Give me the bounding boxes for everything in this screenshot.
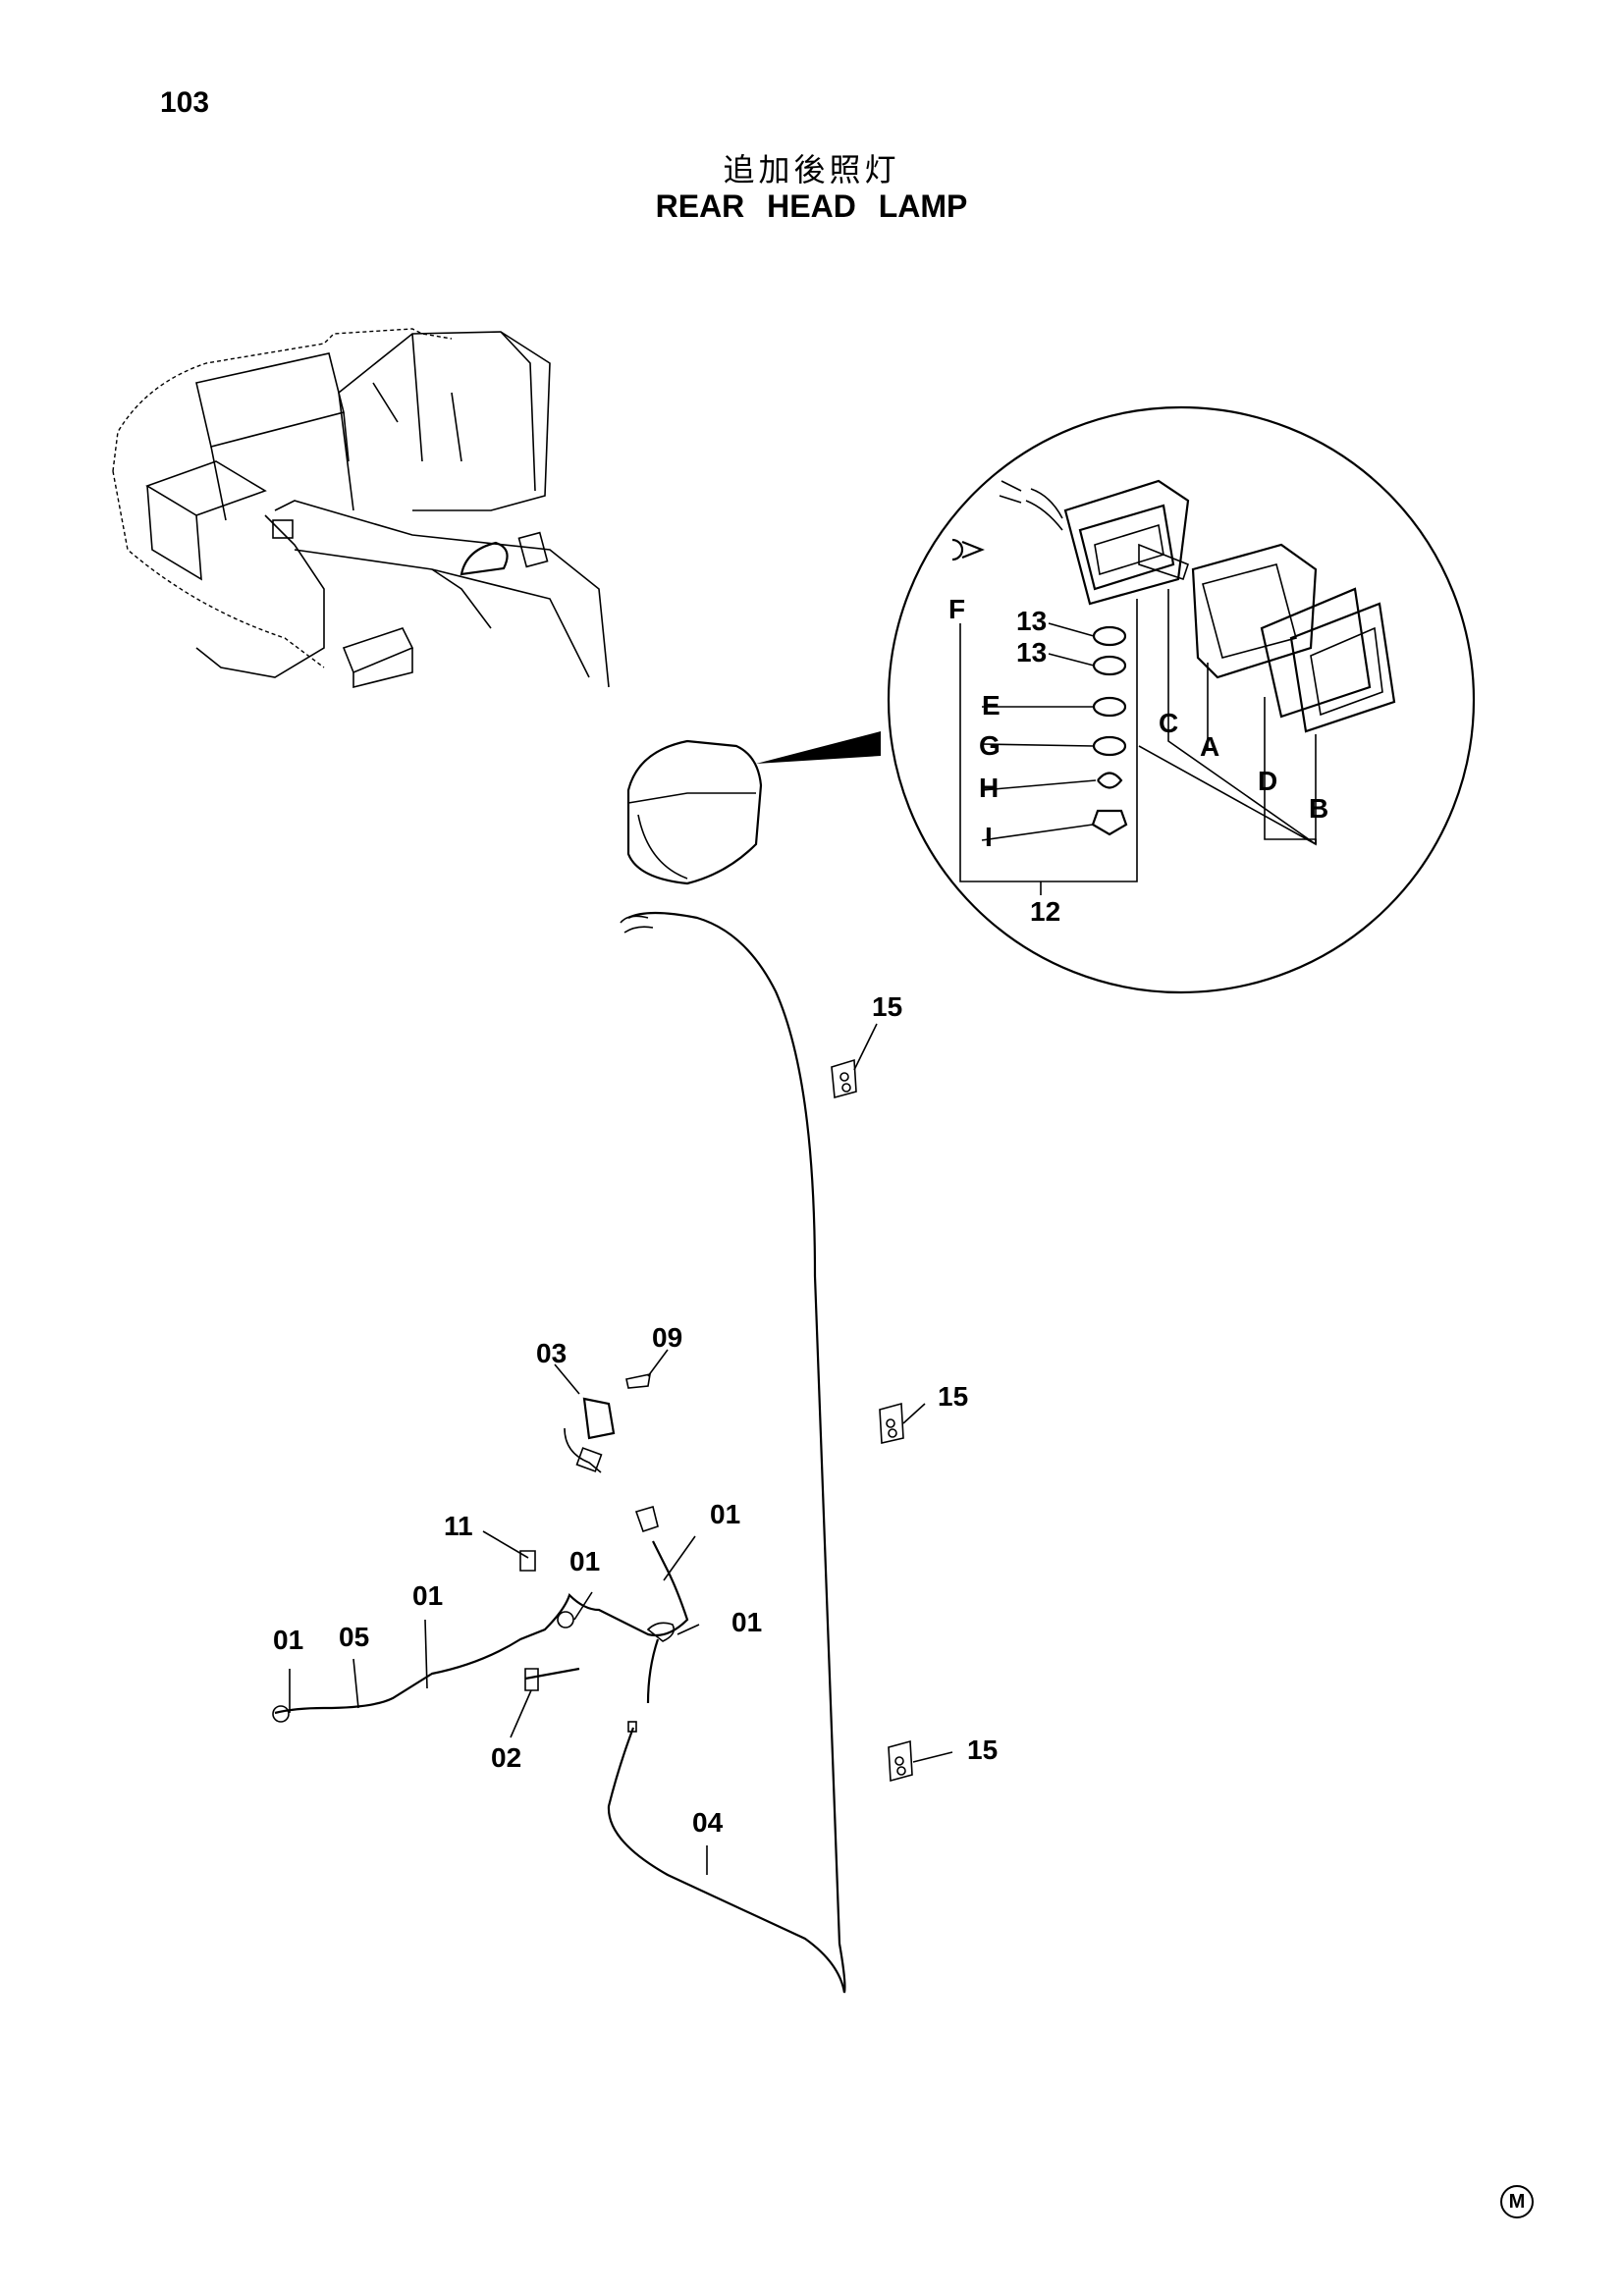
callout-15-middle: 15 xyxy=(938,1381,968,1412)
maker-mark: M xyxy=(1500,2185,1534,2218)
callout-A: A xyxy=(1200,731,1219,762)
callout-B: B xyxy=(1309,793,1328,824)
callout-04: 04 xyxy=(692,1807,724,1838)
callout-15-bottom: 15 xyxy=(967,1735,998,1765)
callout-13b: 13 xyxy=(1016,637,1047,667)
callout-G: G xyxy=(979,730,1001,761)
callout-09: 09 xyxy=(652,1322,682,1353)
callout-labels: F 13 13 E G H I 12 C A D B 15 15 15 03 0… xyxy=(273,594,1328,1838)
title-japanese: 追加後照灯 xyxy=(723,151,900,188)
callout-01-center: 01 xyxy=(569,1546,600,1576)
callout-01-left: 01 xyxy=(273,1625,303,1655)
callout-11: 11 xyxy=(444,1511,473,1541)
callout-02: 02 xyxy=(491,1742,521,1773)
callout-13a: 13 xyxy=(1016,606,1047,636)
callout-05: 05 xyxy=(339,1622,369,1652)
rear-head-lamp xyxy=(626,739,763,885)
callout-12: 12 xyxy=(1030,896,1060,927)
callout-03: 03 xyxy=(536,1338,567,1368)
callout-H: H xyxy=(979,773,999,803)
title-english: REAR HEAD LAMP xyxy=(655,188,968,224)
callout-F: F xyxy=(948,594,965,624)
page-number: 103 xyxy=(160,86,210,119)
callout-15-top: 15 xyxy=(872,991,902,1022)
lamp-detail-view xyxy=(756,405,1476,994)
wiring-harness xyxy=(272,911,953,1994)
callout-01-mid-left: 01 xyxy=(412,1580,443,1611)
excavator-illustration xyxy=(112,328,610,689)
callout-D: D xyxy=(1258,766,1277,796)
callout-C: C xyxy=(1159,708,1178,738)
callout-01-right-top: 01 xyxy=(710,1499,740,1529)
callout-E: E xyxy=(982,690,1001,721)
callout-I: I xyxy=(985,822,993,852)
callout-01-right-bottom: 01 xyxy=(731,1607,762,1637)
